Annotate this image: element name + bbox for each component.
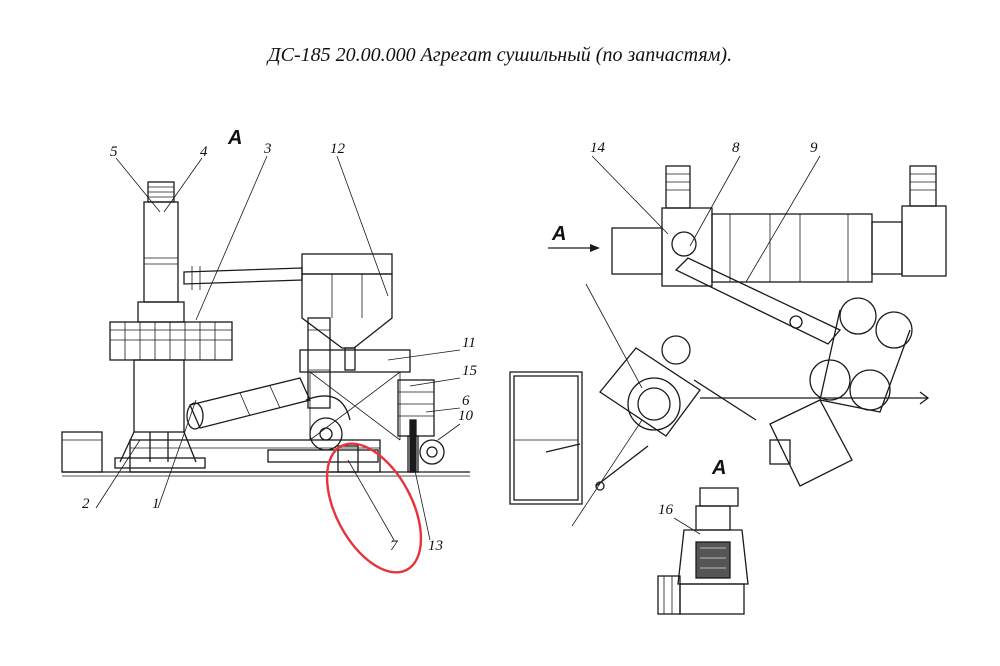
callout-14: 14 <box>590 140 606 156</box>
plan-view <box>509 155 947 527</box>
callout-2: 2 <box>82 496 90 512</box>
callout-8: 8 <box>732 140 740 156</box>
highlight-circle <box>325 442 423 574</box>
callout-15: 15 <box>462 363 478 379</box>
detail-view-a <box>657 487 749 615</box>
side-view <box>61 155 470 541</box>
callout-1: 1 <box>152 496 160 512</box>
view-arrow-letter-a: А <box>551 223 566 245</box>
callout-3: 3 <box>263 141 272 157</box>
callout-numbers: А А А 5 4 3 12 11 15 6 10 2 1 7 13 14 8 … <box>82 127 818 554</box>
callout-9: 9 <box>810 140 818 156</box>
callout-11: 11 <box>462 335 476 351</box>
callout-7: 7 <box>390 538 399 554</box>
callout-5: 5 <box>110 144 118 160</box>
callout-16: 16 <box>658 502 674 518</box>
callout-13: 13 <box>428 538 443 554</box>
drawing-title: ДС-185 20.00.000 Агрегат сушильный (по з… <box>267 44 733 66</box>
callout-10: 10 <box>458 408 474 424</box>
callout-4: 4 <box>200 144 208 160</box>
callout-6: 6 <box>462 393 470 409</box>
callout-12: 12 <box>330 141 346 157</box>
detail-view-letter-a: А <box>711 457 726 479</box>
view-letter-a: А <box>227 127 242 149</box>
